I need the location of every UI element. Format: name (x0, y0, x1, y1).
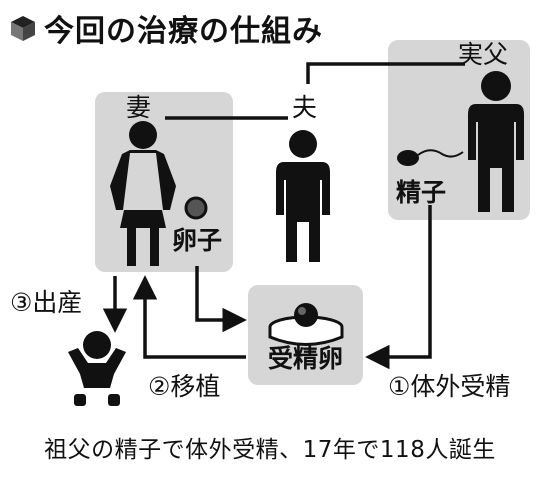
wife-figure (110, 121, 176, 266)
baby-figure (68, 331, 126, 406)
cube-icon (11, 16, 35, 41)
caption: 祖父の精子で体外受精、17年で118人誕生 (44, 437, 496, 463)
sperm-icon (397, 149, 464, 166)
father-figure (468, 71, 524, 212)
step1-label: ①体外受精 (388, 372, 511, 401)
arrow-egg-to-dish (195, 266, 247, 333)
page-title: 今回の治療の仕組み (44, 14, 323, 49)
husband-figure (276, 130, 330, 262)
father-label: 実父 (458, 40, 509, 69)
petri-dish-icon (268, 303, 344, 346)
fertilized-egg-label: 受精卵 (268, 344, 344, 373)
husband-label: 夫 (292, 93, 318, 122)
egg-icon (184, 196, 208, 220)
step3-label: ③出産 (10, 288, 83, 317)
wife-label: 妻 (126, 93, 152, 122)
family-line (306, 62, 465, 84)
arrow-transfer-to-wife (132, 275, 246, 359)
sperm-label: 精子 (396, 178, 447, 207)
egg-label: 卵子 (172, 226, 223, 255)
step2-label: ②移植 (148, 372, 221, 401)
arrow-sperm-to-dish (365, 205, 432, 370)
title-bar: 今回の治療の仕組み (8, 8, 323, 49)
